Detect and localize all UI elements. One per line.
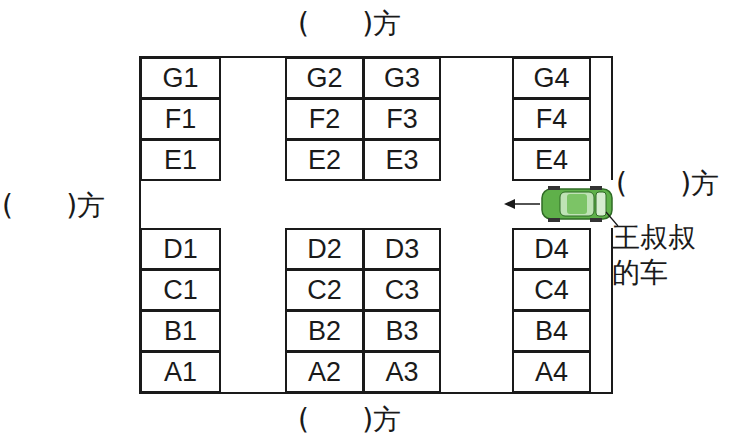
parking-space: G2 [285,57,364,99]
parking-space: D3 [363,228,441,270]
parking-space: A4 [512,351,591,393]
space-code: G3 [384,65,420,92]
parking-space: F3 [363,98,441,140]
parking-space: C4 [512,269,591,311]
space-code: F3 [386,106,418,133]
parking-space: C1 [140,269,221,311]
parking-space: B1 [140,310,221,352]
parking-space: F2 [285,98,364,140]
parking-space: B2 [285,310,364,352]
space-code: C3 [385,277,420,304]
parking-space: A1 [140,351,221,393]
space-code: A4 [535,359,568,386]
space-code: G2 [306,65,342,92]
space-code: G4 [533,65,569,92]
space-code: F2 [309,106,341,133]
car-icon [542,186,612,222]
direction-blank: ( )方 [2,188,105,223]
space-code: B3 [385,318,418,345]
space-code: E4 [535,147,568,174]
space-code: F1 [165,106,197,133]
direction-blank: ( )方 [298,402,401,437]
space-code: E1 [164,147,197,174]
parking-space: A3 [363,351,441,393]
space-code: E2 [308,147,341,174]
space-code: F4 [536,106,568,133]
space-code: B2 [308,318,341,345]
space-code: D4 [534,236,569,263]
parking-space: G4 [512,57,591,99]
space-code: A1 [164,359,197,386]
direction-blank: ( )方 [298,6,401,41]
parking-space: E2 [285,139,364,181]
parking-space: F4 [512,98,591,140]
parking-space: C2 [285,269,364,311]
parking-space: C3 [363,269,441,311]
parking-space: E4 [512,139,591,181]
parking-space: E3 [363,139,441,181]
space-code: C4 [534,277,569,304]
space-code: B1 [164,318,197,345]
parking-space: F1 [140,98,221,140]
space-code: G1 [162,65,198,92]
direction-blank: ( )方 [616,166,719,201]
parking-space: D4 [512,228,591,270]
lot-outline [140,57,612,393]
parking-space: D2 [285,228,364,270]
car-label: 王叔叔的车 [612,220,708,290]
space-code: C1 [163,277,198,304]
parking-space: G1 [140,57,221,99]
space-code: D3 [385,236,420,263]
parking-space: A2 [285,351,364,393]
parking-space: E1 [140,139,221,181]
parking-space: B3 [363,310,441,352]
space-code: B4 [535,318,568,345]
space-code: A3 [385,359,418,386]
space-code: D2 [307,236,342,263]
space-code: E3 [385,147,418,174]
parking-space: D1 [140,228,221,270]
space-code: C2 [307,277,342,304]
space-code: A2 [308,359,341,386]
parking-space: G3 [363,57,441,99]
direction-arrow [504,199,540,209]
space-code: D1 [163,236,198,263]
parking-space: B4 [512,310,591,352]
